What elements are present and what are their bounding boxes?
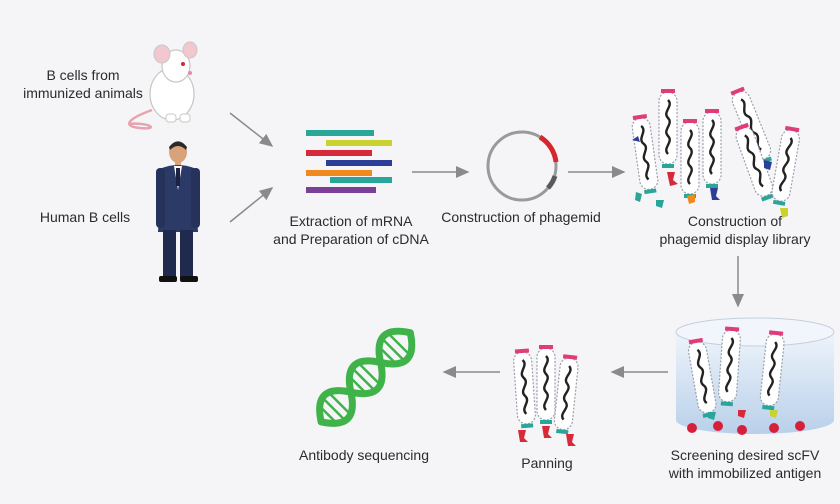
panning-phage-icon [511,343,581,446]
library-label: Construction of phagemid display library [659,213,811,247]
screening-label: Screening desired scFV with immobilized … [668,447,822,481]
mouse-icon [127,41,198,130]
human-b-cells-label: Human B cells [39,209,131,225]
panning-label: Panning [521,455,573,471]
b-cells-label: B cells from immunized animals [23,67,143,101]
phage-library-icon [629,84,803,218]
extraction-label: Extraction of mRNA and Preparation of cD… [273,213,429,247]
sequencing-label: Antibody sequencing [299,447,429,463]
dna-helix-icon [316,327,416,427]
plasmid-icon [486,130,559,202]
person-icon [156,141,200,282]
phagemid-label: Construction of phagemid [441,209,601,225]
cdna-strands-icon [306,130,392,193]
screening-dish-icon [675,317,835,435]
